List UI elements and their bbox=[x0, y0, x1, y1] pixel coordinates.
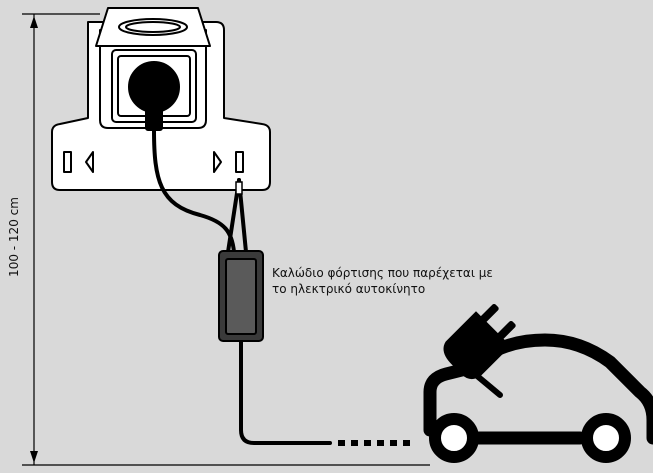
plug-icon bbox=[443, 304, 516, 398]
electric-car-icon bbox=[423, 333, 653, 463]
height-label: 100 - 120 cm bbox=[7, 196, 21, 277]
cable-caption: Καλώδιο φόρτισης που παρέχεται με το ηλε… bbox=[272, 265, 572, 297]
control-box-icon bbox=[218, 250, 264, 342]
height-dimension bbox=[22, 13, 430, 466]
caption-line-2: το ηλεκτρικό αυτοκίνητο bbox=[272, 282, 426, 296]
wall-socket-icon bbox=[51, 7, 271, 191]
height-label-container: 100 - 120 cm bbox=[2, 0, 26, 473]
cable-continuation bbox=[338, 440, 410, 446]
caption-line-1: Καλώδιο φόρτισης που παρέχεται με bbox=[272, 266, 493, 280]
